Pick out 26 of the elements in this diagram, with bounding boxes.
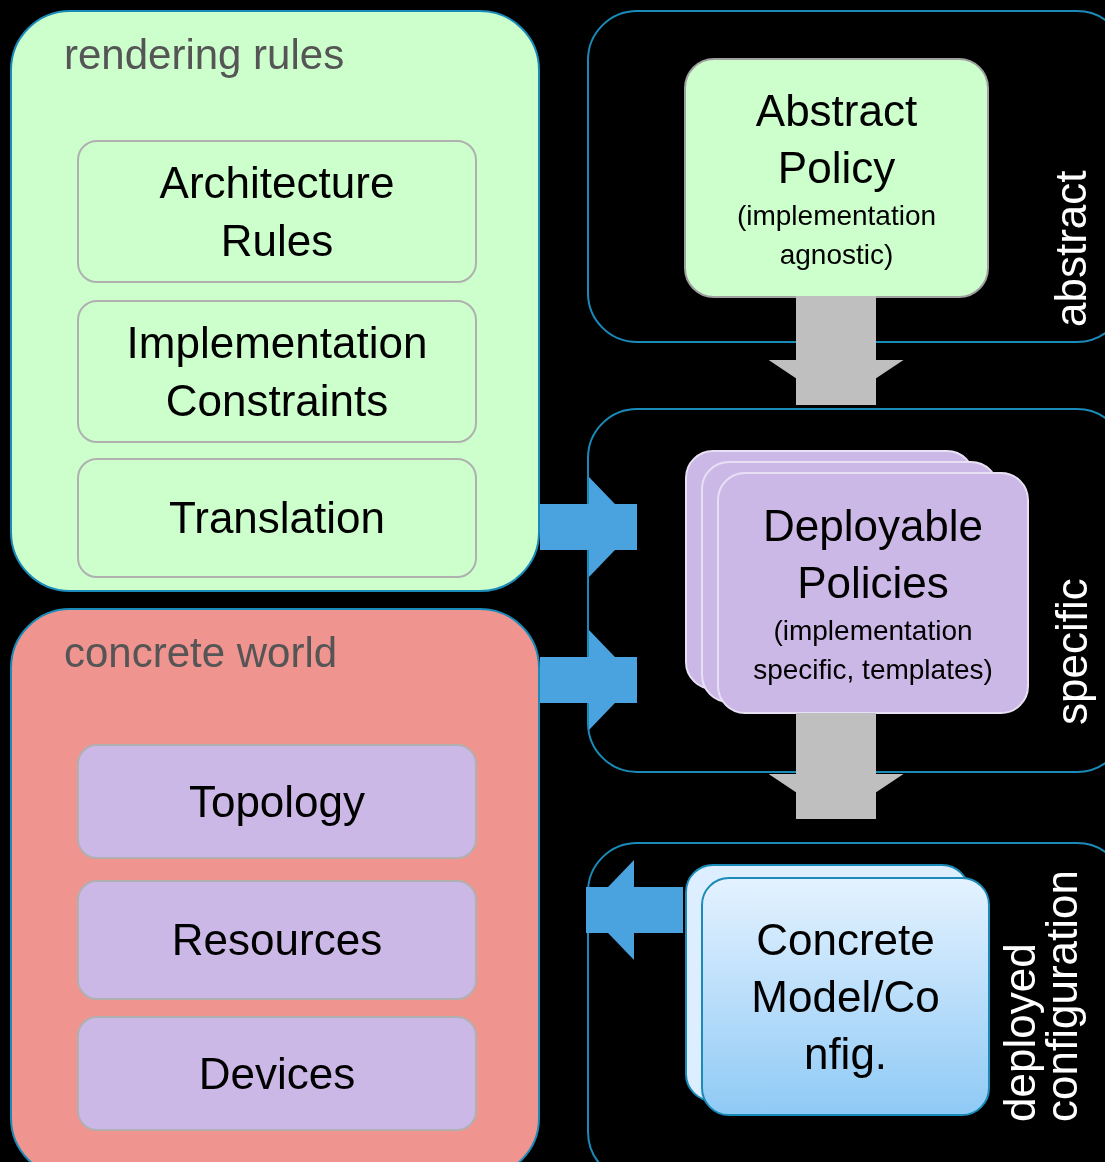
box-text: Architecture Rules xyxy=(158,157,396,267)
block-arrow xyxy=(540,630,637,730)
stage-panel xyxy=(587,408,1105,773)
config-stack xyxy=(685,864,990,1116)
box-text: Devices xyxy=(198,1047,356,1100)
box-text: Topology xyxy=(188,775,366,828)
box-text: Translation xyxy=(169,492,385,545)
box-text: Implementation Constraints xyxy=(125,317,429,427)
group-title: rendering rules xyxy=(64,34,345,76)
block-arrow xyxy=(540,477,637,577)
stage-panel xyxy=(587,842,1105,1162)
config-title: Concrete Model/Config. xyxy=(750,913,941,1081)
group-panel xyxy=(10,10,540,592)
policy-box xyxy=(684,58,989,298)
stage-label: abstract xyxy=(1050,169,1092,327)
box-text: Resources xyxy=(171,914,383,967)
policy-note: (implementation specific, templates) xyxy=(753,614,993,688)
policy-title: Deployable Policies xyxy=(761,499,985,609)
policy-stack xyxy=(685,450,1030,715)
block-arrow xyxy=(586,860,683,960)
block-arrow xyxy=(768,296,904,405)
policy-title: Abstract Policy xyxy=(754,84,919,194)
policy-note: (implementation agnostic) xyxy=(735,199,938,273)
stage-panel xyxy=(587,10,1105,343)
group-title: concrete world xyxy=(64,632,338,674)
group-panel xyxy=(10,608,540,1162)
